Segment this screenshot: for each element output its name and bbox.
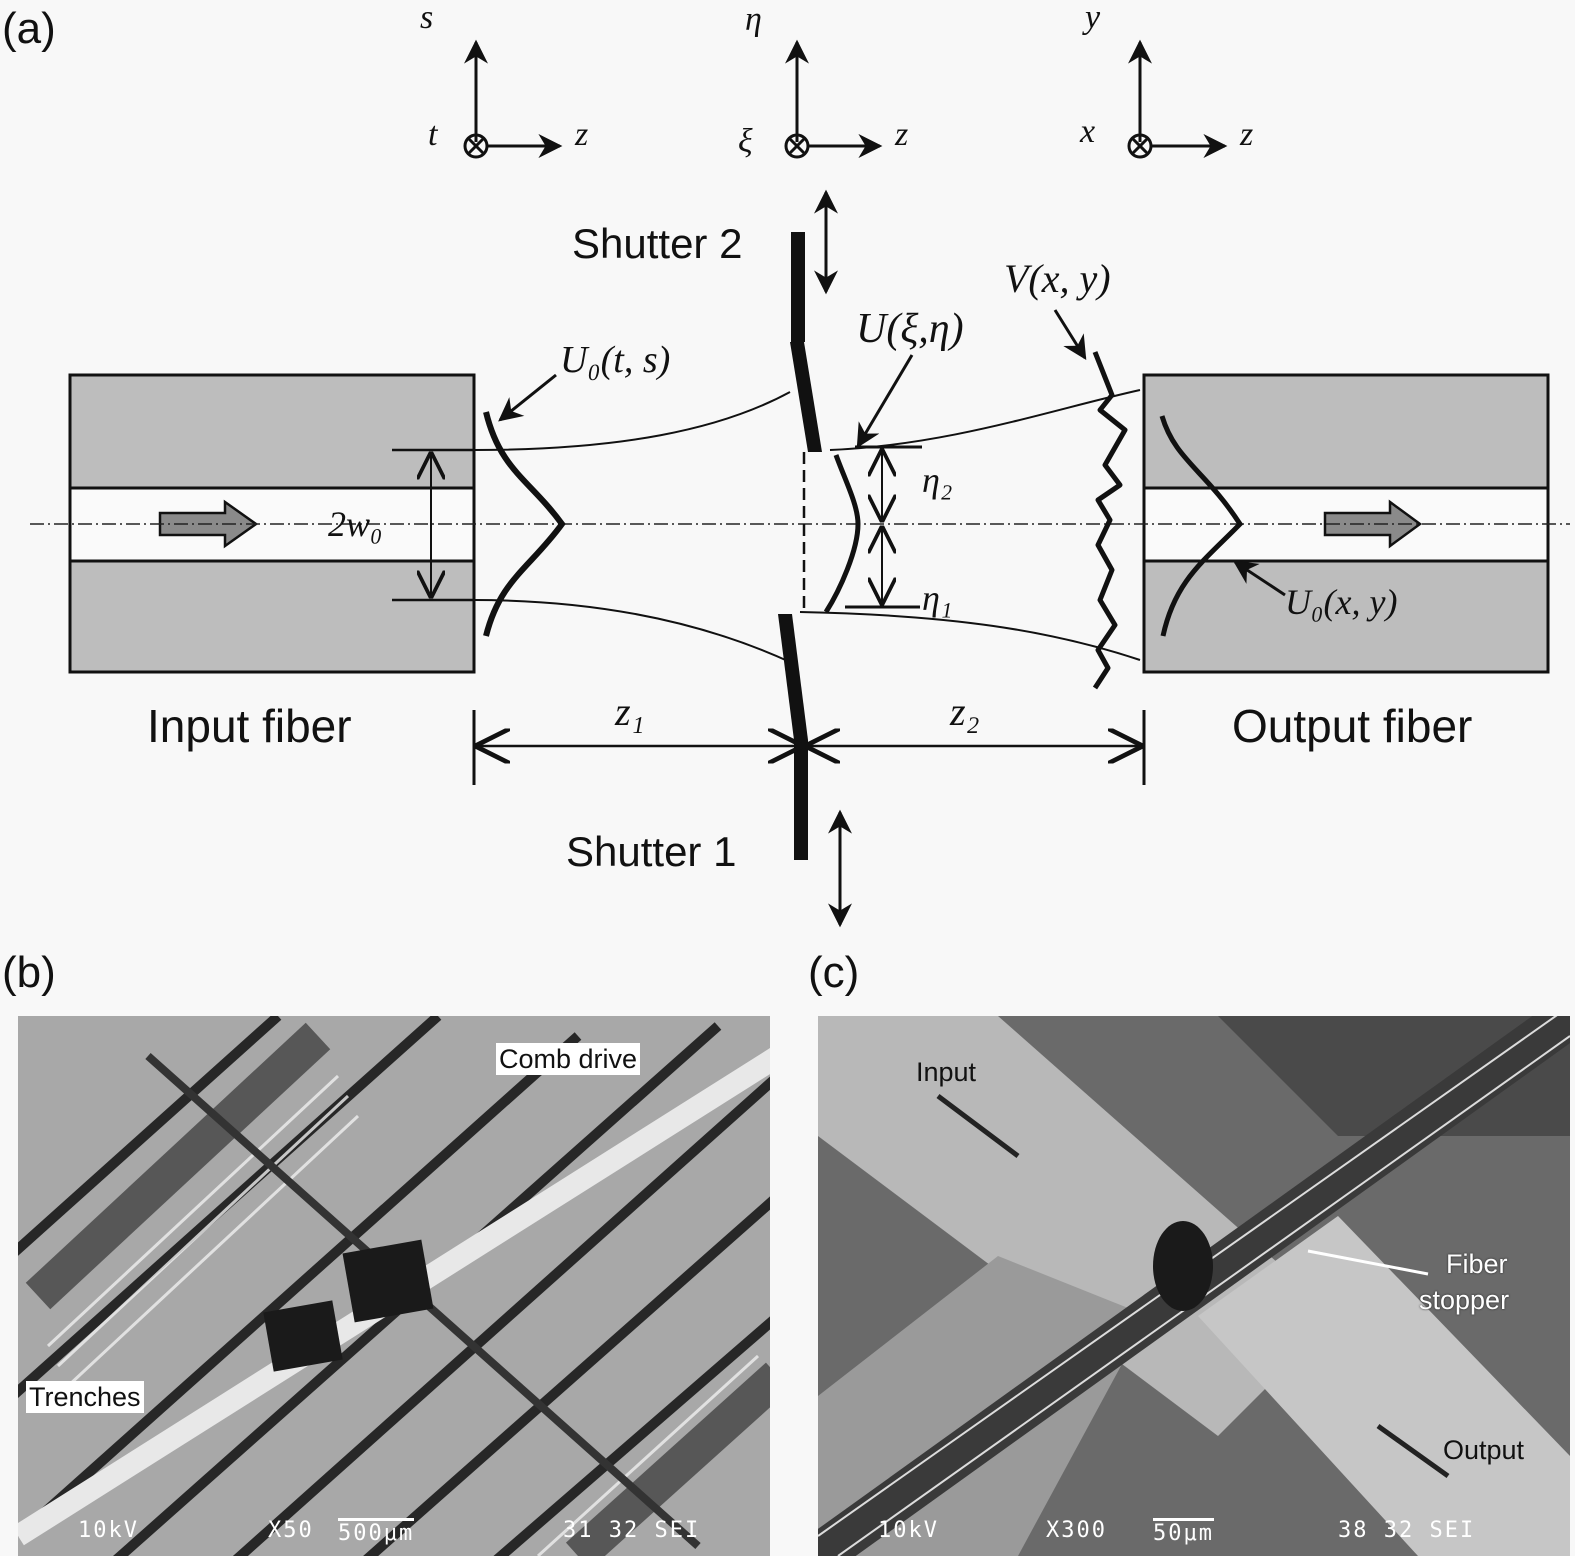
waist-marker: 2w₀	[328, 448, 474, 602]
axis-label-z-2: z	[894, 116, 908, 153]
axis-label-y: y	[1082, 0, 1101, 36]
beam-envelope-lower-out	[799, 611, 1141, 661]
eta-markers: η₂ η₁	[845, 445, 952, 618]
panel-b-label: (b)	[2, 948, 56, 997]
sem-texture-b	[18, 1016, 770, 1556]
axis-label-t: t	[428, 116, 439, 153]
sem-meta: 38 32 SEI	[1338, 1518, 1476, 1543]
beam-envelope-upper-out	[829, 389, 1141, 451]
shutter-2: Shutter 2	[572, 189, 838, 452]
sem-scale-bar: 500μm	[338, 1518, 415, 1546]
input-gaussian-profile	[483, 411, 566, 637]
sem-voltage: 10kV	[878, 1518, 939, 1543]
sem-image-fiber-stopper: Input Fiber stopper Output 10kV X300 50μ…	[818, 1016, 1570, 1556]
axis-label-x: x	[1079, 113, 1095, 150]
waist-label: 2w₀	[328, 504, 383, 544]
output-gaussian-profile	[1159, 415, 1244, 637]
callout-comb-drive: Comb drive	[496, 1043, 641, 1075]
panel-c-label: (c)	[808, 948, 860, 997]
sem-magnification: X50	[268, 1518, 314, 1543]
sem-texture-c	[818, 1016, 1570, 1556]
axis-label-xi: ξ	[738, 123, 753, 160]
label-z1: z₁	[614, 689, 644, 734]
axis-label-z-1: z	[574, 116, 588, 153]
sem-scale-bar: 50μm	[1153, 1518, 1214, 1546]
label-v-xy: V(x, y)	[1004, 256, 1111, 301]
callout-fiber: Fiber	[1446, 1249, 1508, 1279]
sem-voltage: 10kV	[78, 1518, 139, 1543]
label-u-xi-eta: U(ξ,η)	[856, 306, 964, 352]
callout-trenches: Trenches	[26, 1381, 144, 1413]
axes-input: s t z	[420, 0, 588, 159]
axes-shutter: η ξ z	[738, 1, 908, 160]
axis-label-z-3: z	[1239, 116, 1253, 153]
label-eta2: η₂	[922, 460, 952, 500]
output-flow-arrow	[1323, 499, 1423, 549]
label-u0-ts: U₀(t, s)	[560, 339, 670, 381]
output-fiber-label: Output fiber	[1232, 700, 1472, 752]
shutter-2-label: Shutter 2	[572, 220, 742, 267]
output-plane-field	[1092, 351, 1128, 690]
sem-image-comb-drive: Comb drive Trenches 10kV X50 500μm 31 32…	[18, 1016, 770, 1556]
distance-z1: z₁	[472, 689, 800, 785]
label-eta1: η₁	[922, 578, 952, 618]
input-fiber-label: Input fiber	[147, 700, 352, 752]
callout-stopper: stopper	[1419, 1285, 1510, 1315]
axis-label-eta: η	[745, 1, 762, 38]
beam-envelope-lower	[473, 599, 791, 663]
distance-z2: z₂	[808, 689, 1146, 785]
panel-a-label: (a)	[2, 4, 56, 53]
callout-output: Output	[1443, 1435, 1525, 1465]
sem-meta: 31 32 SEI	[563, 1518, 701, 1543]
shutter-1-label: Shutter 1	[566, 828, 736, 875]
sem-magnification: X300	[1046, 1518, 1107, 1543]
aperture-field-profile	[823, 454, 861, 614]
label-z2: z₂	[949, 689, 979, 734]
axes-output: y x z	[1079, 0, 1253, 159]
panel-a-diagram: s t z η ξ z y x z	[30, 0, 1570, 928]
callout-input: Input	[916, 1057, 977, 1087]
label-u0-xy: U₀(x, y)	[1285, 582, 1397, 622]
beam-envelope-upper	[473, 391, 791, 451]
shutter-1: Shutter 1	[566, 614, 852, 928]
axis-label-s: s	[420, 0, 433, 36]
